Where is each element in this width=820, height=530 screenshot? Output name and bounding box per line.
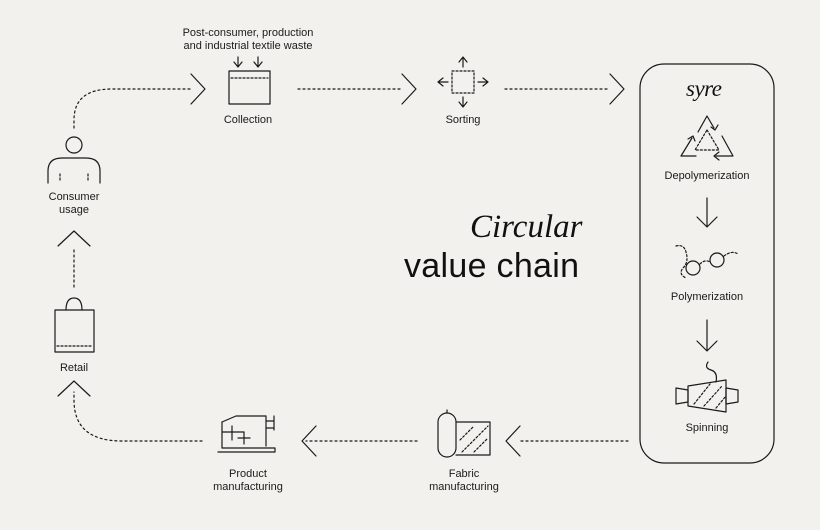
arrowhead-to-fabric [505,425,521,457]
arrowhead-to-consumer [57,230,91,247]
connector-consumer-to-collection [73,88,191,129]
fabric-roll-icon [437,409,491,458]
arrowhead-to-retail [57,380,91,397]
consumer-usage-label: Consumer usage [48,191,100,216]
arrow-poly-to-spinning [696,319,718,352]
retail-label: Retail [59,362,89,374]
depolymerization-label: Depolymerization [664,170,750,182]
sorting-icon [437,56,489,108]
title-value-chain: value chain [404,247,580,285]
syre-process-container [639,63,775,464]
flow-connectors [73,88,629,442]
arrowhead-to-collection [190,73,206,105]
collection-label: Collection [223,114,273,126]
arrowhead-to-sorting [401,73,417,105]
shopping-bag-icon [54,297,95,353]
spinning-label: Spinning [685,422,729,434]
syre-inner-arrows [696,197,718,352]
arrowhead-to-syre [609,73,625,105]
connector-product-to-retail [73,391,203,442]
spinning-spool-icon [675,361,739,413]
product-manufacturing-label: Product manufacturing [213,468,283,493]
sorting-label: Sorting [445,114,481,126]
fabric-manufacturing-label: Fabric manufacturing [429,468,499,493]
polymerization-label: Polymerization [670,291,744,303]
person-icon [47,136,101,184]
recycling-icon [680,115,734,161]
polymerization-icon [675,245,739,279]
sewing-machine-icon [217,415,276,453]
collection-bin-icon [228,56,271,105]
arrow-heads [57,73,625,457]
arrowhead-to-product [301,425,317,457]
syre-logo: syre [686,76,722,101]
waste-source-label: Post-consumer, production and industrial… [182,27,314,52]
arrow-depoly-to-poly [696,197,718,228]
title-circular: Circular [470,209,583,245]
